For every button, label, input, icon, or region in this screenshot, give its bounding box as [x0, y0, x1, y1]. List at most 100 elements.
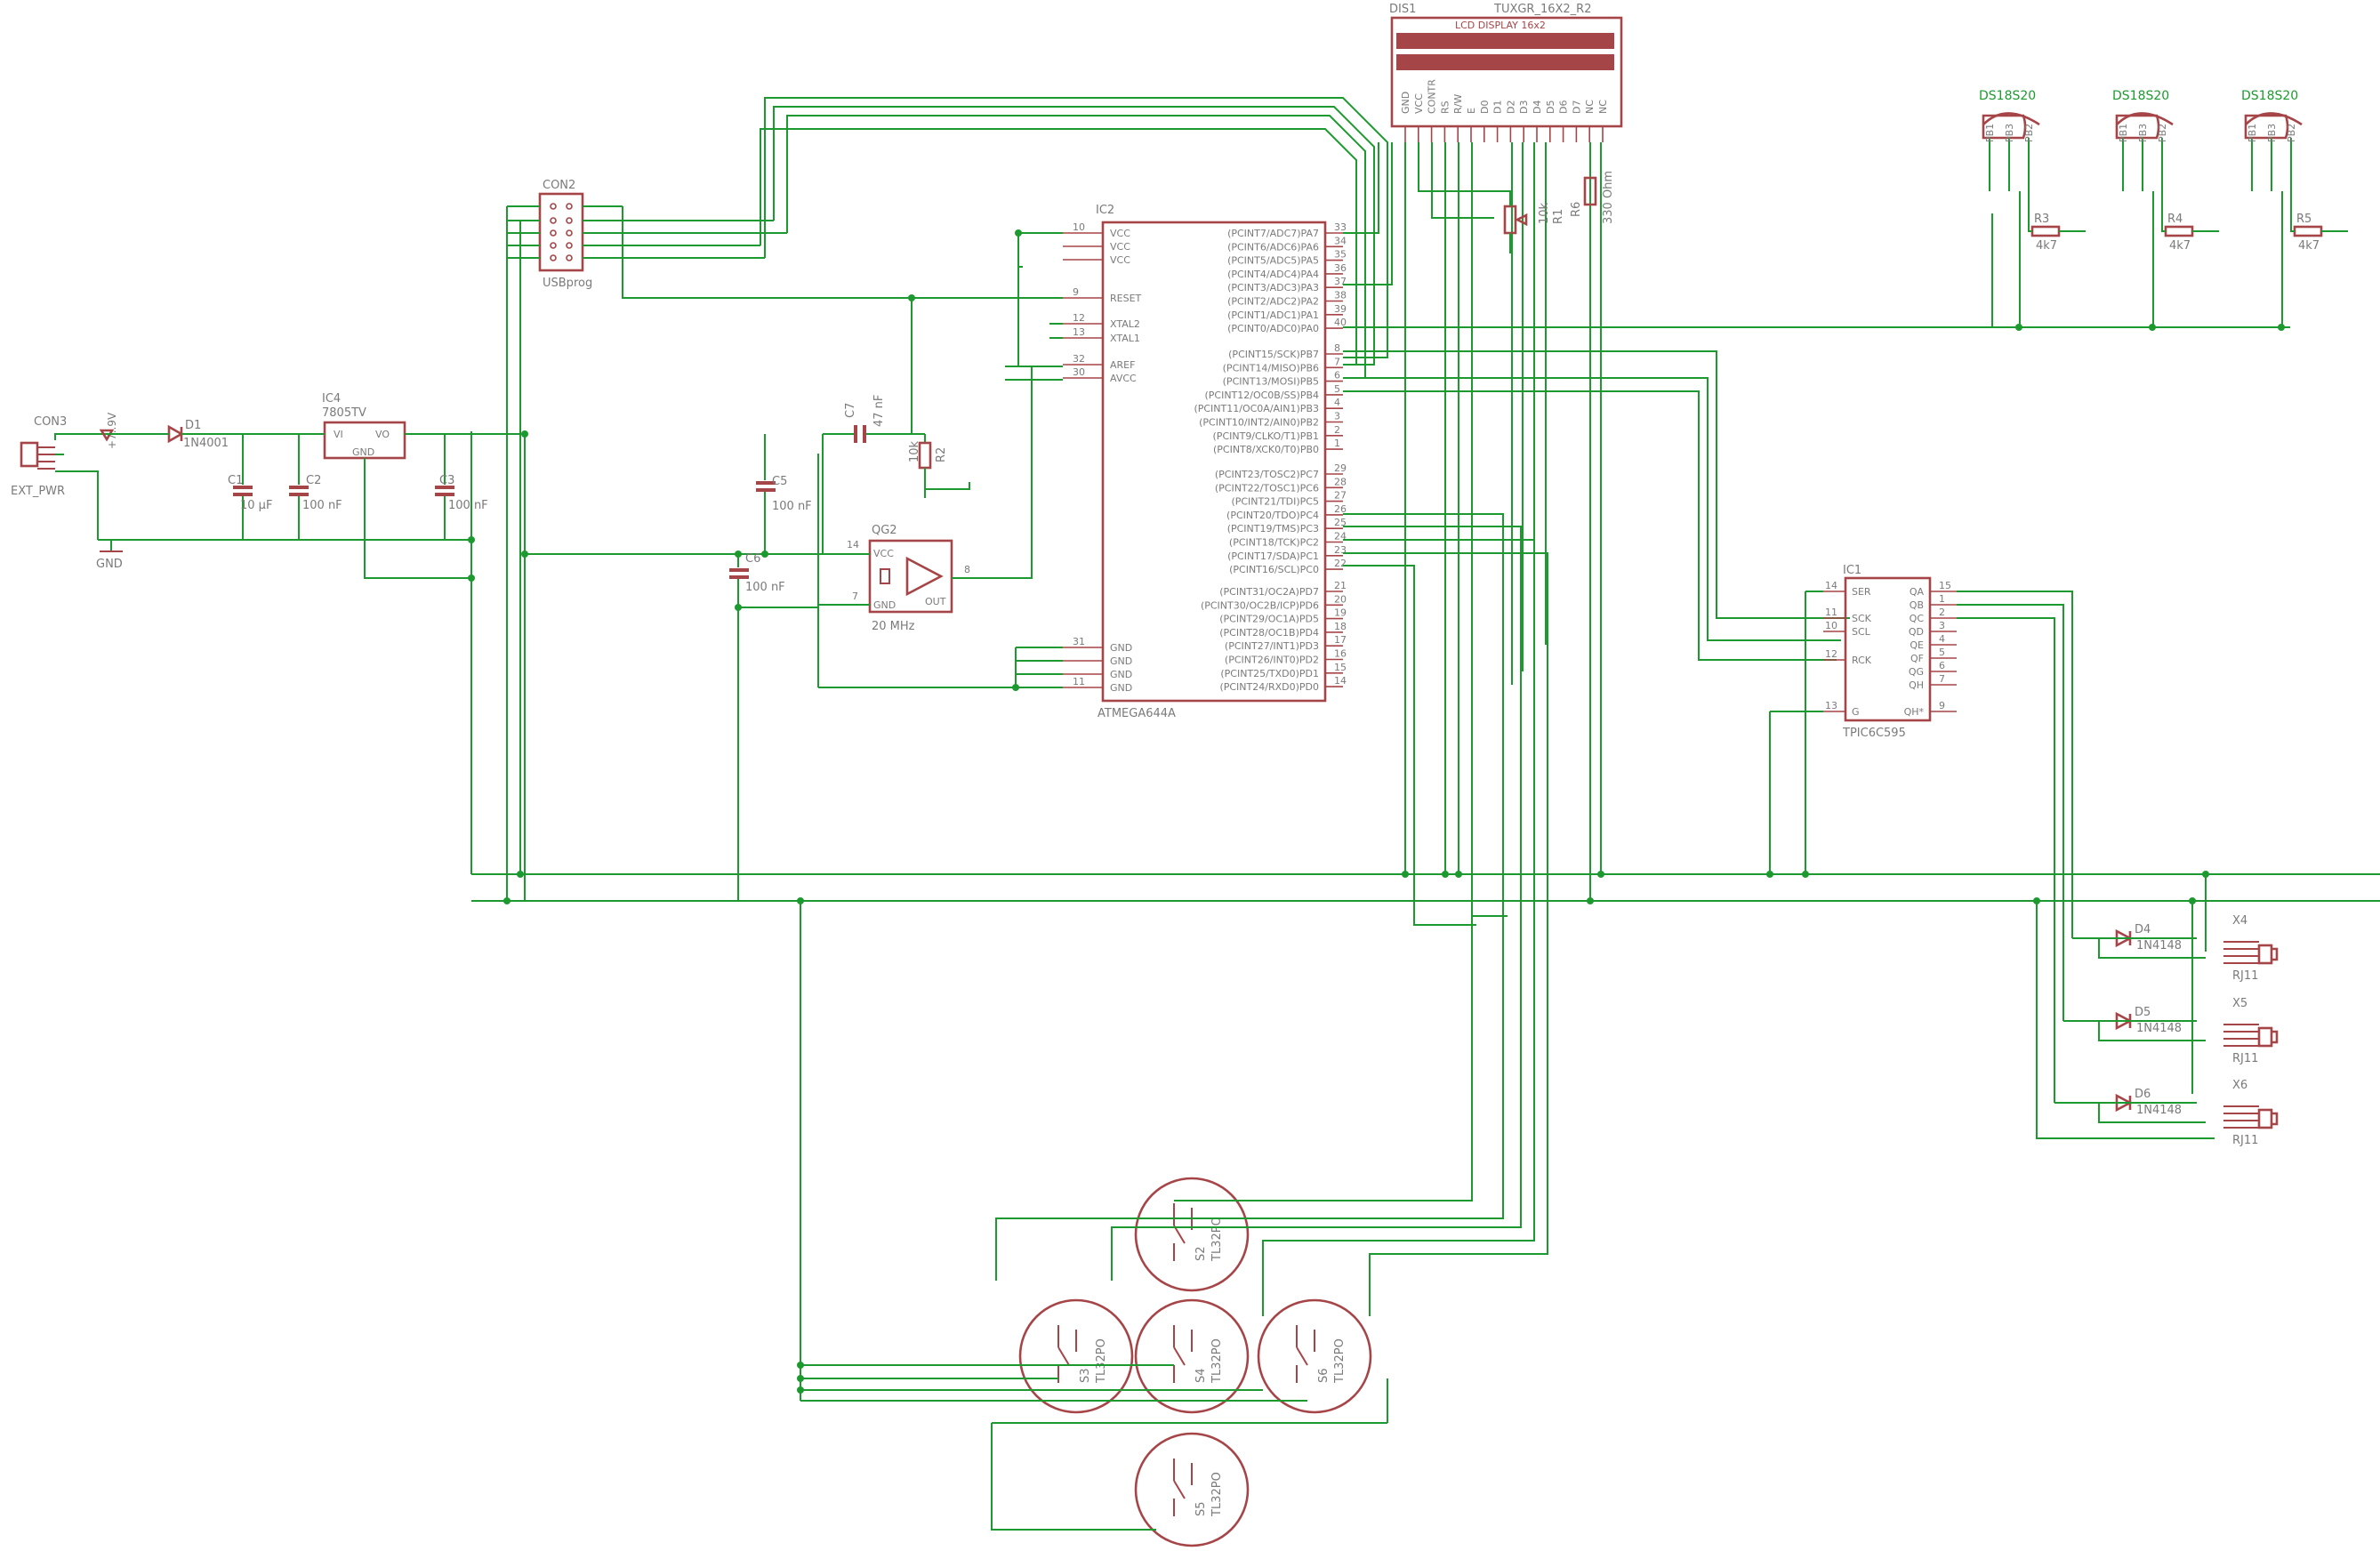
- mcu-right-pin-name: (PCINT23/TOSC2)PC7: [1215, 469, 1319, 480]
- svg-text:C1: C1: [228, 474, 243, 487]
- lcd-pin-name: D6: [1558, 100, 1570, 114]
- lcd-pin-name: NC: [1597, 100, 1609, 114]
- mcu-right-pin-name: (PCINT20/TDO)PC4: [1226, 510, 1319, 521]
- diode-value: 1N4148: [2136, 1104, 2182, 1117]
- con2-name: CON2: [543, 179, 575, 192]
- lcd-pin-name: D7: [1571, 100, 1582, 114]
- ic1-value: TPIC6C595: [1842, 727, 1906, 740]
- junction-dots: [468, 229, 2285, 1394]
- switch-lever-icon: [1173, 1480, 1186, 1499]
- svg-text:VI: VI: [334, 429, 343, 440]
- pullup-wire: [2028, 191, 2032, 232]
- diode-name: D5: [2135, 1006, 2151, 1019]
- mcu-right-pin-name: (PCINT6/ADC6)PA6: [1227, 241, 1319, 253]
- svg-text:R1: R1: [1552, 209, 1565, 224]
- sr-right-pin-number: 6: [1939, 660, 1945, 671]
- mcu-left-pin-number: 9: [1073, 286, 1079, 298]
- switch-outline-icon: [1257, 1298, 1372, 1414]
- mcu-right-pin-name: (PCINT16/SCL)PC0: [1229, 564, 1319, 575]
- sensor-name: DS18S20: [2112, 89, 2169, 103]
- mcu-right-pin-name: (PCINT25/TXD0)PD1: [1220, 668, 1319, 679]
- capacitor-c6: C6 100 nF: [729, 552, 818, 901]
- mcu-left-nets: [817, 232, 1063, 688]
- rj11-jack-icon: [2257, 944, 2273, 965]
- diode-name: D6: [2135, 1088, 2151, 1101]
- svg-text:47 nF: 47 nF: [872, 395, 886, 427]
- sr-left-pin-name: RCK: [1852, 655, 1872, 666]
- qg2-value: 20 MHz: [872, 620, 915, 633]
- sensor-name: DS18S20: [1979, 89, 2036, 103]
- mcu-right-pin-number: 19: [1334, 607, 1347, 619]
- mcu-right-pin-number: 4: [1334, 397, 1340, 408]
- switch-lever-icon: [1057, 1346, 1070, 1366]
- sensor-pin-name: PB3: [2137, 124, 2149, 142]
- lcd-pin-name: E: [1466, 108, 1477, 114]
- pullup-value: 4k7: [2169, 239, 2191, 253]
- mcu-right-pin-name: (PCINT3/ADC3)PA3: [1227, 282, 1319, 293]
- lcd-pin-name: D3: [1518, 100, 1530, 114]
- svg-text:C3: C3: [439, 474, 454, 487]
- sensor-pin-name: PB3: [2004, 124, 2015, 142]
- jack-value: RJ11: [2232, 969, 2258, 983]
- mcu-right-pin-number: 36: [1334, 262, 1347, 274]
- mcu-right-pin-number: 14: [1334, 675, 1347, 687]
- mcu-right-pin-number: 27: [1334, 490, 1347, 502]
- lcd-pin-name: D2: [1505, 100, 1516, 114]
- mcu-right-pin-number: 29: [1334, 462, 1347, 474]
- svg-text:100 nF: 100 nF: [448, 499, 488, 512]
- mcu-left-pin-name: VCC: [1110, 254, 1130, 266]
- sr-right-pin-name: QD: [1909, 626, 1924, 638]
- svg-text:C7: C7: [844, 403, 857, 418]
- mcu-left-pin-number: 13: [1073, 326, 1085, 338]
- sr-right-pin-name: QF: [1910, 653, 1924, 664]
- switch-value: TL32PO: [1333, 1338, 1347, 1384]
- mcu-right-pin-name: (PCINT18/TCK)PC2: [1229, 537, 1319, 549]
- rj11-jack-icon: [2257, 1108, 2273, 1129]
- mcu-right-pin-name: (PCINT17/SDA)PC1: [1227, 550, 1319, 562]
- capacitor-c5: C5 100 nF: [756, 434, 812, 554]
- mcu-left-pin-number: 11: [1073, 676, 1085, 687]
- svg-text:C2: C2: [306, 474, 321, 487]
- sr-right-pin-name: QH*: [1904, 706, 1925, 718]
- mcu-right-pin-number: 28: [1334, 476, 1347, 487]
- dis1-name: DIS1: [1389, 3, 1416, 16]
- mcu-right-pin-number: 37: [1334, 276, 1347, 287]
- mcu-right-pin-name: (PCINT1/ADC1)PA1: [1227, 309, 1319, 321]
- mcu-right-pin-number: 18: [1334, 621, 1347, 632]
- sr-right-pin-name: QH: [1909, 679, 1924, 691]
- output-nets: [1970, 591, 2215, 1139]
- svg-text:7: 7: [852, 591, 858, 602]
- svg-text:100 nF: 100 nF: [772, 500, 812, 513]
- switch-outline-icon: [1134, 1432, 1250, 1547]
- sr-right-pin-number: 4: [1939, 633, 1945, 645]
- switch-lever-icon: [1296, 1346, 1308, 1366]
- switch-outline-icon: [1134, 1177, 1250, 1292]
- switch-outline-icon: [1018, 1298, 1134, 1414]
- mcu-right-pin-name: (PCINT12/OC0B/SS)PB4: [1204, 390, 1319, 401]
- svg-text:R2: R2: [935, 447, 948, 462]
- sr-left-pin-name: SCK: [1852, 613, 1872, 624]
- pullup-resistor: [2293, 225, 2323, 237]
- svg-text:GND: GND: [352, 446, 374, 458]
- pullup-resistor: [2164, 225, 2194, 237]
- jack-name: X6: [2232, 1079, 2247, 1092]
- diode-value: 1N4148: [2136, 939, 2182, 952]
- svg-text:8: 8: [964, 564, 970, 575]
- lcd-pin-name: D5: [1545, 100, 1556, 114]
- mcu-right-nets: [1343, 142, 1993, 960]
- mcu-right-pin-number: 21: [1334, 580, 1347, 591]
- pullup-value: 4k7: [2298, 239, 2320, 253]
- switch-name: S2: [1194, 1246, 1208, 1261]
- pullup-name: R4: [2167, 213, 2183, 226]
- diode-d1: D1 1N4001: [167, 419, 229, 450]
- rj11-jack-tab-icon: [2271, 1112, 2279, 1126]
- svg-text:10 µF: 10 µF: [240, 499, 272, 512]
- ic2-name: IC2: [1096, 204, 1114, 217]
